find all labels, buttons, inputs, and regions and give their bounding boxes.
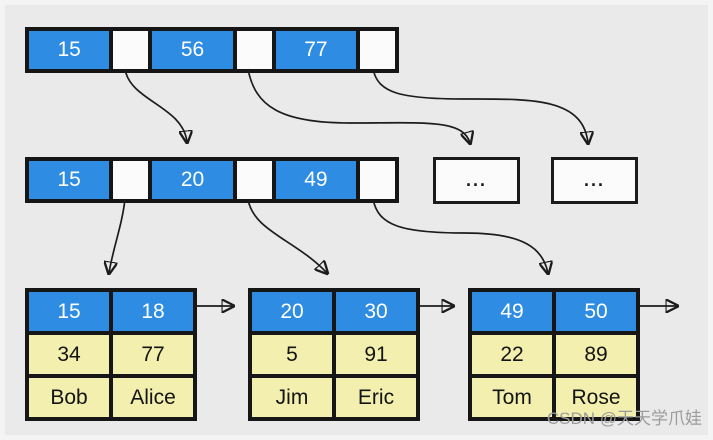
internal-node: 15 20 49	[25, 157, 399, 203]
leaf-value-cell: 91	[334, 333, 418, 376]
leaf-name-cell: Eric	[334, 376, 418, 419]
internal-key-cell: 20	[150, 159, 235, 201]
leaf-value-cell: 34	[27, 333, 111, 376]
arrow-internal-ptr3-to-leaf3	[372, 198, 548, 273]
arrow-internal-ptr2-to-leaf2	[247, 198, 327, 273]
root-key-cell: 56	[150, 29, 235, 71]
arrow-root-ptr2-to-ellipsis-a	[247, 68, 470, 143]
internal-key-cell: 49	[273, 159, 359, 201]
leaf-value-cell: 89	[554, 333, 638, 376]
leaf-value-cell: 77	[111, 333, 195, 376]
leaf-node: 15 18 34 77 Bob Alice	[25, 288, 197, 421]
leaf-key-cell: 20	[250, 290, 334, 333]
ellipsis-node: ...	[551, 157, 638, 204]
leaf-name-cell: Alice	[111, 376, 195, 419]
watermark: CSDN @天天学爪娃	[546, 409, 702, 428]
leaf-key-cell: 49	[470, 290, 554, 333]
leaf-name-cell: Bob	[27, 376, 111, 419]
internal-key-cell: 15	[27, 159, 112, 201]
root-pointer-cell	[358, 29, 398, 71]
leaf-value-cell: 22	[470, 333, 554, 376]
internal-pointer-cell	[111, 159, 151, 201]
root-node: 15 56 77	[25, 27, 399, 73]
root-key-cell: 15	[27, 29, 112, 71]
arrow-internal-ptr1-to-leaf1	[109, 198, 126, 273]
leaf-key-cell: 18	[111, 290, 195, 333]
arrow-root-ptr1-to-internal	[124, 68, 187, 142]
leaf-value-cell: 5	[250, 333, 334, 376]
arrow-root-ptr3-to-ellipsis-b	[372, 68, 588, 143]
leaf-name-cell: Rose	[554, 376, 638, 419]
ellipsis-node: ...	[433, 157, 520, 204]
leaf-key-cell: 50	[554, 290, 638, 333]
internal-pointer-cell	[358, 159, 398, 201]
leaf-key-cell: 30	[334, 290, 418, 333]
root-pointer-cell	[111, 29, 151, 71]
leaf-node: 20 30 5 91 Jim Eric	[248, 288, 420, 421]
root-pointer-cell	[234, 29, 274, 71]
internal-pointer-cell	[234, 159, 274, 201]
leaf-name-cell: Jim	[250, 376, 334, 419]
root-key-cell: 77	[273, 29, 359, 71]
leaf-node: 49 50 22 89 Tom Rose	[468, 288, 640, 421]
leaf-key-cell: 15	[27, 290, 111, 333]
leaf-name-cell: Tom	[470, 376, 554, 419]
